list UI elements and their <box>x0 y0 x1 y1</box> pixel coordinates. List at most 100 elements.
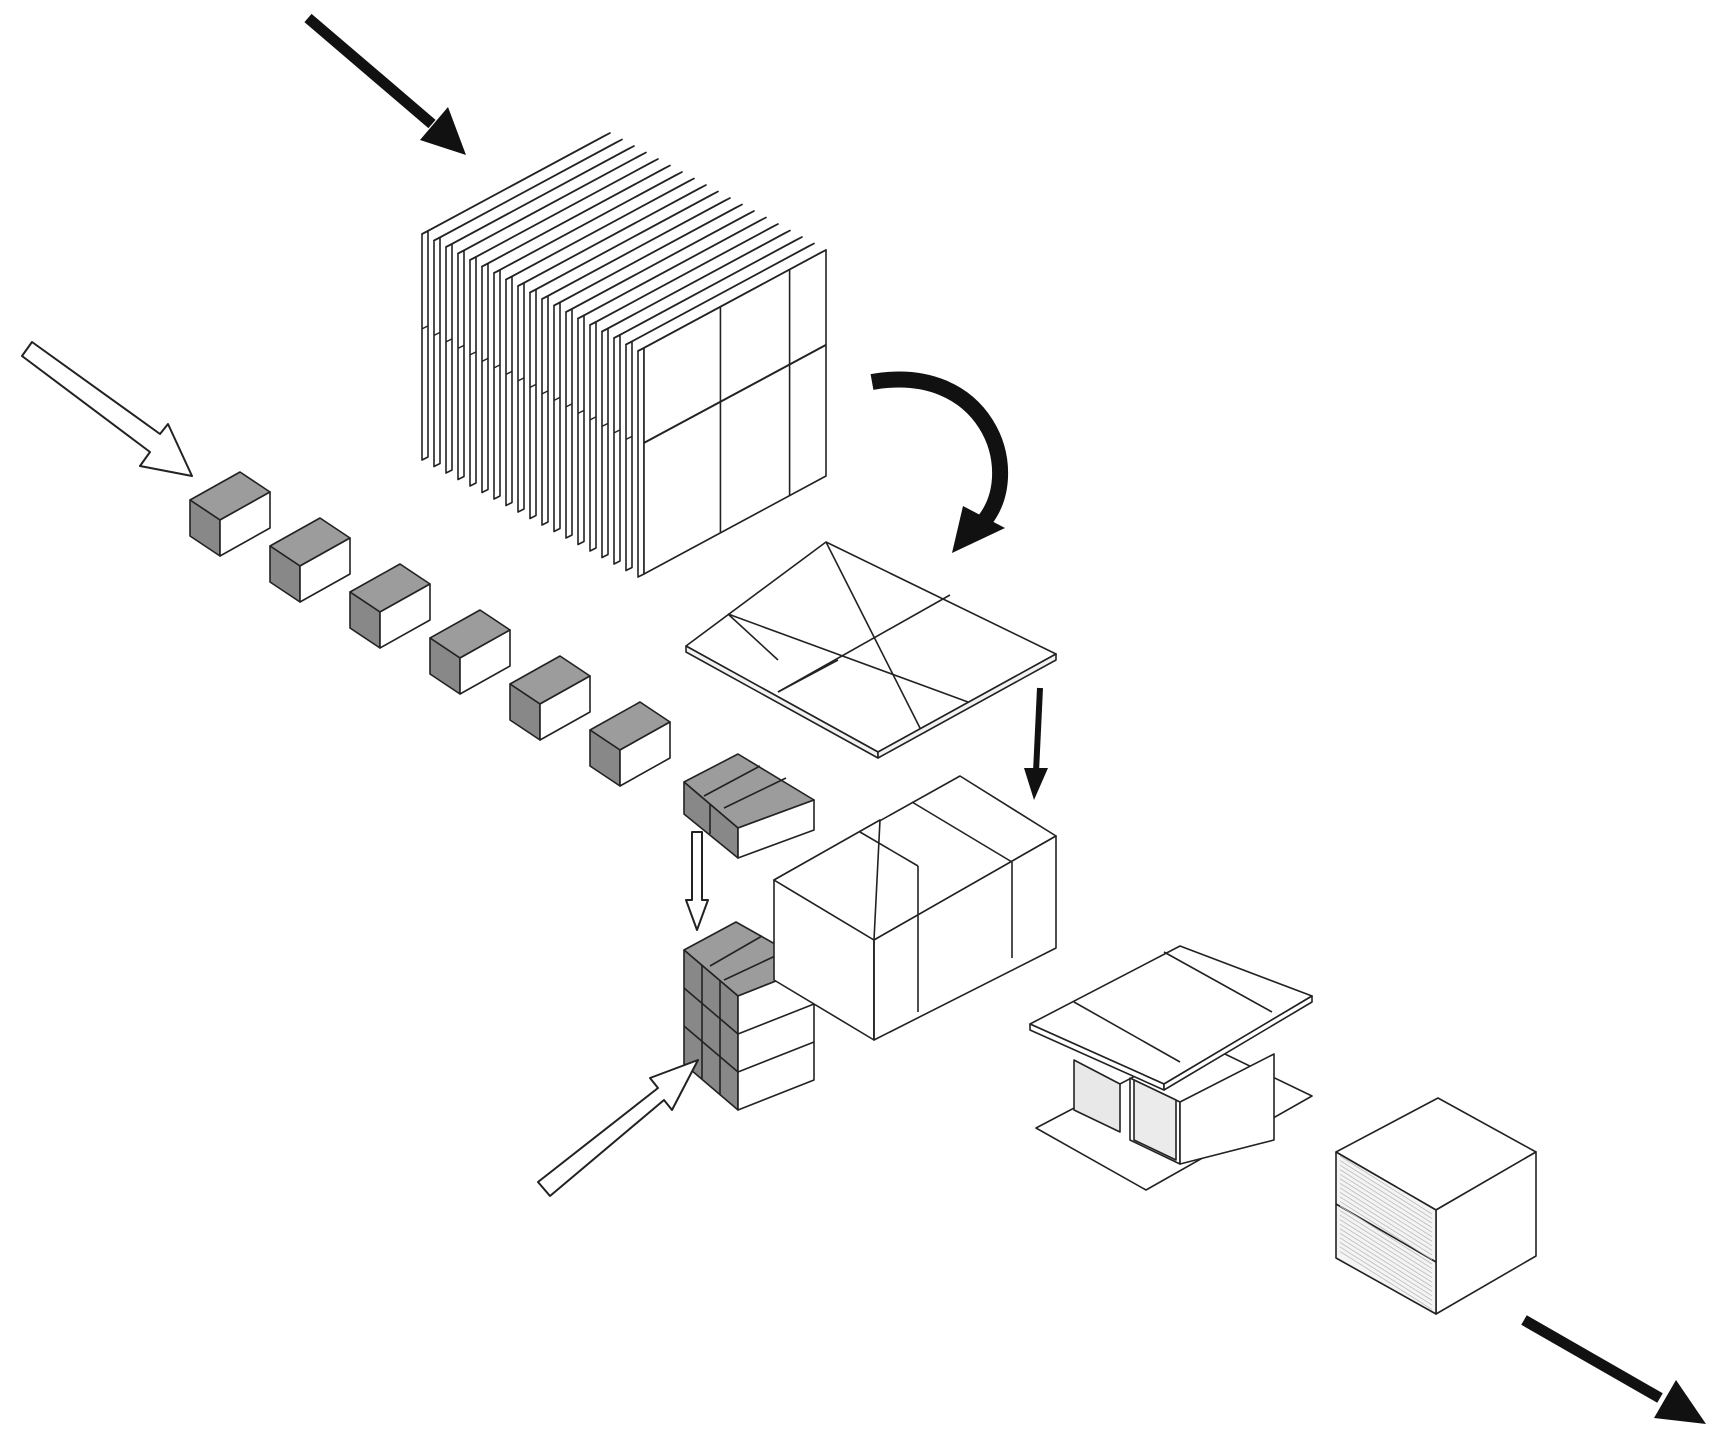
edge-line <box>709 935 763 967</box>
hatch-line <box>1339 1164 1433 1224</box>
edge-line <box>723 777 787 809</box>
panel-top <box>601 229 791 333</box>
panel-top <box>469 158 659 261</box>
hatch-line <box>1339 1232 1433 1292</box>
hatch-line <box>1339 1223 1433 1283</box>
edge-line <box>481 357 489 363</box>
block-triple <box>683 753 815 859</box>
panel-top <box>493 171 683 274</box>
block <box>589 701 671 787</box>
edge-line <box>683 987 739 1035</box>
input-arrow-cube <box>537 1059 699 1197</box>
block-front <box>219 491 271 557</box>
edge-line <box>445 338 453 343</box>
hatch-line <box>1339 1242 1433 1301</box>
panel-edge <box>529 288 537 520</box>
input-arrow-blocks <box>21 341 193 477</box>
panel-top <box>505 177 695 281</box>
hatch-line <box>1339 1214 1433 1274</box>
panel-top <box>613 236 803 339</box>
hatch-line <box>1339 1173 1433 1233</box>
panel <box>433 138 623 468</box>
panel-edge <box>445 243 453 474</box>
panel-front <box>643 249 827 575</box>
panel-top <box>553 203 743 307</box>
panel <box>505 177 695 507</box>
edge-line <box>457 344 465 350</box>
hatch-line <box>1339 1182 1433 1242</box>
panel-edge <box>637 347 645 578</box>
panel-edge <box>505 275 513 507</box>
hatch-line <box>1339 1219 1433 1278</box>
hatch-line <box>1339 1196 1433 1256</box>
panel-edge <box>493 269 501 500</box>
hatch-line <box>1339 1246 1433 1306</box>
hatch-line <box>1339 1187 1433 1247</box>
panel <box>517 184 707 513</box>
block <box>269 517 351 603</box>
edge-line <box>529 383 537 389</box>
panel-edge <box>469 256 477 487</box>
edge-line <box>613 429 621 434</box>
edge-line <box>703 765 761 797</box>
edge-line <box>517 377 525 382</box>
panel-edge <box>601 327 609 559</box>
panel-edge <box>421 230 429 461</box>
panel-edge <box>457 249 465 481</box>
panel-edge <box>613 334 621 565</box>
panel <box>601 229 791 559</box>
module-shell <box>773 775 1057 1041</box>
panel-top <box>445 145 635 248</box>
block <box>349 563 431 649</box>
hatch-line <box>1339 1169 1433 1228</box>
panel-edge <box>625 340 633 572</box>
block-front <box>619 721 671 787</box>
arrow-floor-to-module <box>1024 687 1048 800</box>
edge-line <box>493 364 501 369</box>
hatch-line <box>1339 1178 1433 1238</box>
panel-edge <box>577 314 585 546</box>
panel-edge <box>553 301 561 533</box>
hatch-line <box>1339 1155 1433 1215</box>
block <box>429 609 511 695</box>
panel-top <box>481 164 671 268</box>
panel-top <box>625 242 815 346</box>
block-front <box>379 583 431 649</box>
panel <box>589 223 779 552</box>
edge-line <box>577 409 585 415</box>
block-front <box>459 629 511 695</box>
arrow-blocks-to-cube <box>685 831 709 931</box>
module-open <box>1029 945 1313 1191</box>
panel-edge <box>481 262 489 494</box>
panel <box>421 132 611 461</box>
panel-top <box>433 138 623 242</box>
triple-front <box>737 799 815 859</box>
panel-top <box>589 223 779 326</box>
hatch-line <box>1339 1251 1433 1310</box>
edge-line <box>553 396 561 402</box>
edge-line <box>505 370 513 376</box>
panel-top <box>517 184 707 287</box>
hatch-line <box>1339 1201 1433 1260</box>
panel-edge <box>589 321 597 552</box>
input-arrow-panels <box>304 13 466 155</box>
hatch-line <box>1339 1160 1433 1219</box>
panel <box>541 197 731 526</box>
edge-line <box>421 325 429 330</box>
edge-line <box>737 1003 815 1035</box>
edge-line <box>541 390 549 395</box>
hatch-line <box>1339 1228 1433 1288</box>
panel <box>445 145 635 474</box>
finished-unit <box>1335 1097 1537 1315</box>
panel-top <box>457 151 647 255</box>
block-front <box>299 537 351 603</box>
unit-hatch <box>1339 1155 1433 1310</box>
block-row <box>189 471 671 787</box>
hatch-line <box>1339 1210 1433 1269</box>
hatch-line <box>1339 1237 1433 1297</box>
floor-panel <box>685 541 1057 759</box>
panel <box>565 210 755 539</box>
panel <box>493 171 683 500</box>
panel <box>637 249 827 578</box>
hatch-line <box>1339 1192 1433 1251</box>
